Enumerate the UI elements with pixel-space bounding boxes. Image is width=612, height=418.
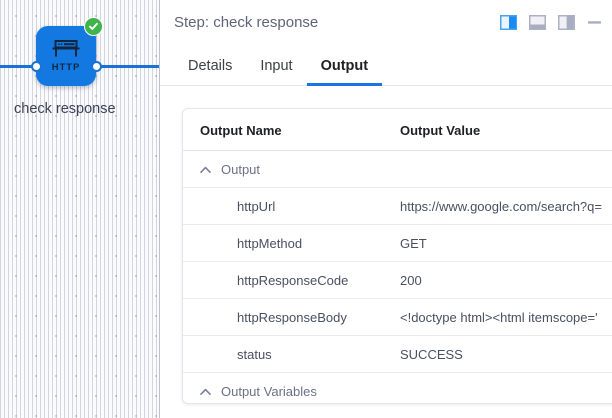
minimize-icon[interactable]	[587, 15, 602, 29]
output-table-card: Output Name Output Value Out	[182, 108, 612, 404]
workflow-canvas[interactable]: HTTP check response	[0, 0, 160, 418]
node-name-label: check response	[14, 101, 116, 117]
panel-header-actions	[500, 14, 602, 30]
cell-output-value: SUCCESS	[398, 335, 612, 373]
tab-details[interactable]: Details	[188, 58, 233, 74]
cell-output-name: status	[183, 335, 398, 373]
cell-output-value: GET	[398, 224, 612, 262]
panel-title: Step: check response	[174, 13, 319, 31]
panel-header: Step: check response	[160, 0, 612, 44]
cell-output-name: httpMethod	[183, 224, 398, 262]
panel-body: Output Name Output Value Out	[160, 86, 612, 418]
column-header-output-name: Output Name	[183, 109, 398, 151]
group-label: Output	[221, 162, 261, 177]
chevron-up-icon	[200, 388, 211, 395]
node-output-port[interactable]	[91, 61, 102, 72]
step-detail-panel: Step: check response	[160, 0, 612, 418]
dock-left-icon[interactable]	[558, 14, 575, 30]
tab-input[interactable]: Input	[260, 58, 293, 74]
table-group-row[interactable]: Output	[183, 150, 612, 188]
table-header-row: Output Name Output Value	[183, 109, 612, 151]
output-table: Output Name Output Value Out	[183, 109, 612, 403]
table-row[interactable]: status SUCCESS	[183, 335, 612, 373]
cell-output-name: httpUrl	[183, 187, 398, 225]
http-server-icon	[52, 40, 80, 57]
panel-tabs: Details Input Output	[160, 44, 612, 86]
chevron-up-icon	[200, 166, 211, 173]
cell-output-value: <!doctype html><html itemscope='	[398, 298, 612, 336]
dock-bottom-icon[interactable]	[529, 14, 546, 30]
group-toggle-output[interactable]: Output	[200, 162, 612, 177]
workflow-node-http[interactable]: HTTP	[36, 26, 96, 86]
table-row[interactable]: httpUrl https://www.google.com/search?q=	[183, 187, 612, 225]
table-row[interactable]: httpMethod GET	[183, 224, 612, 262]
node-type-label: HTTP	[51, 62, 81, 73]
tab-output[interactable]: Output	[306, 58, 383, 86]
node-input-port[interactable]	[31, 61, 42, 72]
cell-output-value: https://www.google.com/search?q=	[398, 187, 612, 225]
dock-right-icon[interactable]	[500, 14, 517, 30]
cell-output-value: 200	[398, 261, 612, 299]
group-toggle-output-variables[interactable]: Output Variables	[200, 384, 612, 399]
cell-output-name: httpResponseCode	[183, 261, 398, 299]
table-row[interactable]: httpResponseBody <!doctype html><html it…	[183, 298, 612, 336]
column-header-output-value: Output Value	[398, 109, 612, 151]
table-group-row[interactable]: Output Variables	[183, 372, 612, 403]
table-row[interactable]: httpResponseCode 200	[183, 261, 612, 299]
node-status-badge	[84, 17, 103, 36]
cell-output-name: httpResponseBody	[183, 298, 398, 336]
check-circle-icon	[89, 22, 98, 30]
group-label: Output Variables	[221, 384, 317, 399]
